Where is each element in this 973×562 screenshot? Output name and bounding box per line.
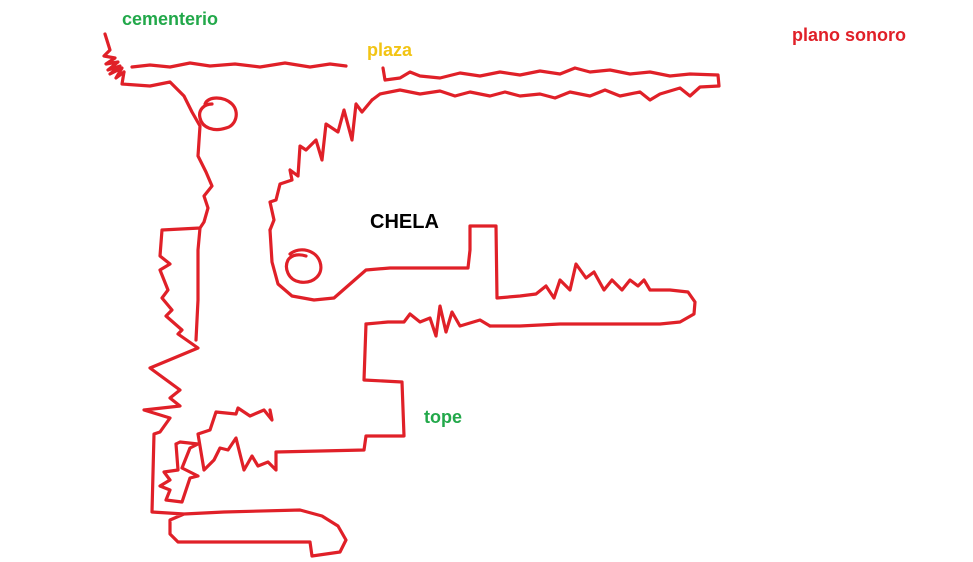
- label-plano-sonoro: plano sonoro: [792, 25, 906, 45]
- bottom-left-interior: [158, 440, 200, 504]
- upper-corridor-outer: [370, 66, 721, 102]
- label-plaza: plaza: [367, 40, 413, 60]
- chela-circle: [284, 248, 323, 284]
- plaza-zigzag: [268, 98, 374, 232]
- chela-lower-edge: [268, 224, 697, 328]
- cementerio-scribble: [102, 32, 126, 80]
- label-cementerio: cementerio: [122, 9, 219, 29]
- label-tope: tope: [424, 407, 462, 427]
- tope-zigzag: [364, 304, 492, 338]
- inner-left-boundary: [194, 226, 202, 342]
- top-corridor-upper-edge: [130, 61, 348, 69]
- label-chela: CHELA: [370, 211, 439, 233]
- left-boundary: [120, 70, 348, 558]
- cementerio-circle: [198, 96, 238, 132]
- tope-corridor: [196, 322, 406, 472]
